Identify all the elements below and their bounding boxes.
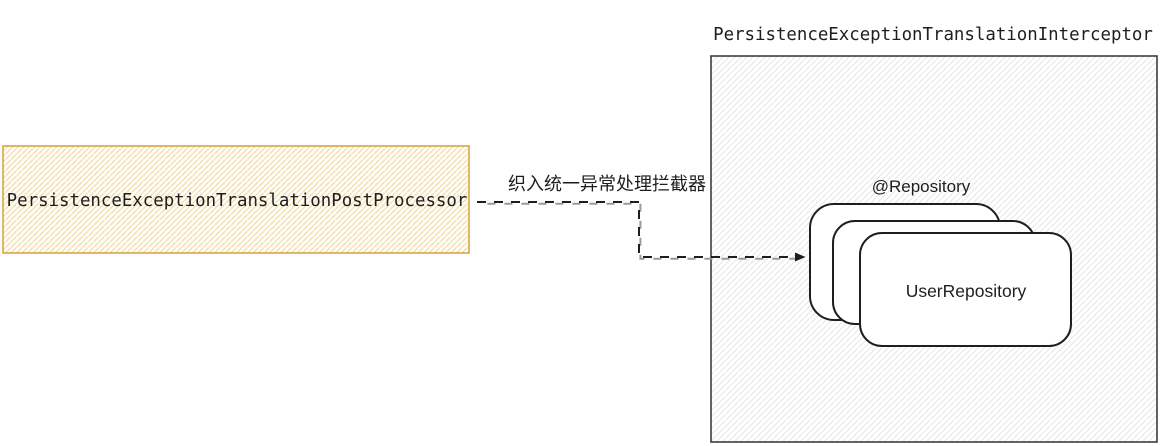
postprocessor-box: PersistenceExceptionTranslationPostProce… [2, 145, 470, 254]
repository-card-front [859, 232, 1072, 347]
postprocessor-box-label: PersistenceExceptionTranslationPostProce… [7, 191, 468, 211]
connector-label: 织入统一异常处理拦截器 [508, 174, 706, 194]
repository-annotation: @Repository [872, 177, 971, 196]
interceptor-box: PersistenceExceptionTranslationIntercept… [710, 25, 1158, 443]
connector-arrow-sketch-stroke [478, 202, 799, 260]
user-repository-label: UserRepository [906, 281, 1027, 301]
postprocessor-box-outline [2, 145, 470, 254]
connector-arrow: 织入统一异常处理拦截器 [477, 174, 806, 262]
repository-stack: @Repository UserRepository [809, 177, 1072, 347]
interceptor-box-title: PersistenceExceptionTranslationIntercept… [713, 25, 1153, 45]
connector-arrow-main-stroke [477, 201, 806, 262]
